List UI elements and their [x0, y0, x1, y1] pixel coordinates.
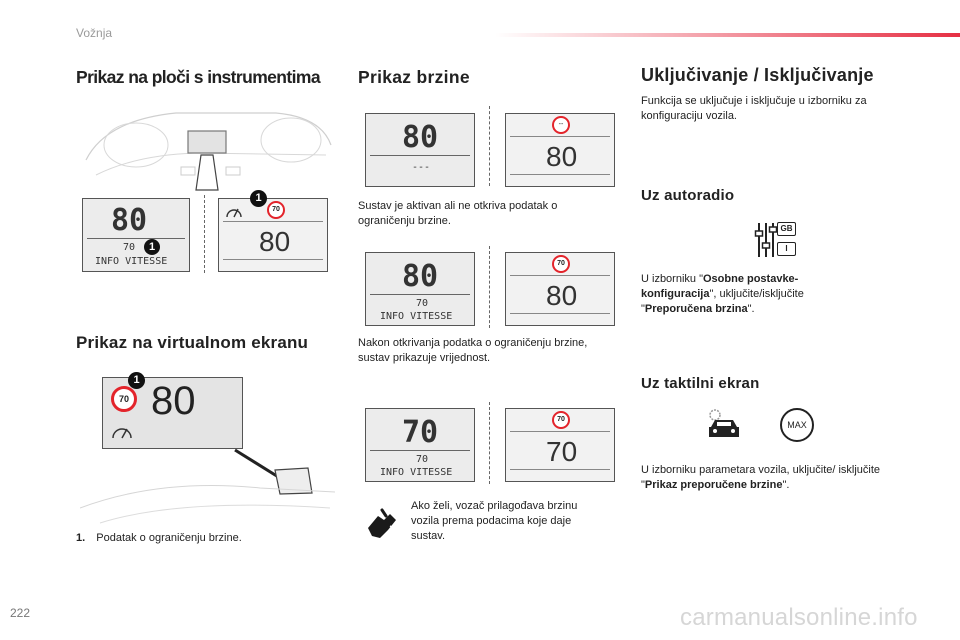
lcd-row3-text: 70 70 INFO VITESSE [365, 408, 475, 482]
title-virtual-display: Prikaz na virtualnom ekranu [76, 333, 309, 352]
title-on-off: Uključivanje / Isključivanje [641, 65, 874, 85]
lcd-limit: 70 [123, 242, 136, 253]
menu-name-personal-settings: Osobne postavke-konfiguracija [641, 273, 799, 300]
divider [204, 195, 205, 273]
divider [489, 246, 490, 328]
dashboard-illustration [85, 112, 332, 191]
text-row3: Ako želi, vozač prilagođava brzinu vozil… [411, 500, 578, 542]
header-accent-bar [495, 33, 960, 37]
title-instrument-panel: Prikaz na ploči s instrumentima [76, 67, 321, 87]
lcd-speed: 80 [402, 120, 439, 155]
lcd-speed: 80 [111, 203, 148, 238]
lcd-limit: 70 [416, 298, 429, 309]
page-number: 222 [10, 606, 31, 620]
lcd-dashes: --- [412, 162, 431, 173]
section-header: Vožnja [76, 26, 113, 40]
lcd-speed: 80 [546, 141, 578, 172]
title-autoradio: Uz autoradio [641, 187, 735, 204]
text-row2: Nakon otkrivanja podatka o ograničenju b… [358, 337, 588, 364]
language-i-icon: I [777, 242, 796, 256]
lcd-row1-graphic: -- 80 [505, 113, 615, 187]
text-autoradio: U izborniku "Osobne postavke-konfiguraci… [641, 273, 804, 315]
option-recommended-speed: Preporučena brzina [644, 303, 748, 315]
marker-1-icon: 1 [144, 239, 160, 255]
title-speed-display: Prikaz brzine [358, 67, 470, 87]
lcd-row2-text: 80 70 INFO VITESSE [365, 252, 475, 326]
speed-limit-sign-icon: -- [552, 116, 570, 134]
speed-limit-sign-icon: 70 [552, 255, 570, 273]
lcd-speed: 80 [546, 280, 578, 311]
instrument-lcd-text: 80 70 INFO VITESSE 1 [82, 198, 190, 272]
speed-limit-sign-icon: 70 [111, 386, 137, 412]
speedometer-icon [226, 208, 242, 218]
text-intro: Funkcija se uključuje i isključuje u izb… [641, 95, 867, 122]
windshield-illustration [80, 448, 336, 524]
lcd-speed: 80 [259, 226, 291, 257]
lcd-info: INFO VITESSE [380, 467, 453, 478]
lcd-info: INFO VITESSE [95, 256, 168, 267]
lcd-row3-graphic: 70 70 [505, 408, 615, 482]
virtual-display-screen: 70 80 [102, 377, 243, 449]
lcd-limit: 70 [416, 454, 429, 465]
lcd-speed: 70 [546, 436, 578, 467]
lcd-info: INFO VITESSE [380, 311, 453, 322]
title-touchscreen: Uz taktilni ekran [641, 375, 760, 392]
language-gb-icon: GB [777, 222, 796, 236]
text-row1: Sustav je aktivan ali ne otkriva podatak… [358, 200, 558, 227]
divider [489, 402, 490, 484]
lcd-speed: 70 [402, 415, 439, 450]
speedometer-icon [112, 428, 132, 439]
footnote-text: Podatak o ograničenju brzine. [96, 532, 242, 544]
speed-limit-sign-icon: 70 [267, 201, 285, 219]
settings-sliders-icon [754, 223, 778, 257]
max-speed-icon: MAX [780, 408, 814, 442]
option-show-recommended-speed: Prikaz preporučene brzine [644, 479, 783, 491]
driver-hand-icon [368, 508, 399, 538]
divider [489, 106, 490, 186]
virtual-speed: 80 [151, 379, 196, 423]
watermark: carmanualsonline.info [680, 604, 918, 631]
lcd-speed: 80 [402, 259, 439, 294]
lcd-row1-text: 80 --- [365, 113, 475, 187]
lcd-row2-graphic: 70 80 [505, 252, 615, 326]
marker-1-icon: 1 [250, 190, 267, 207]
marker-1-icon: 1 [128, 372, 145, 389]
speed-limit-sign-icon: 70 [552, 411, 570, 429]
instrument-lcd-graphic: 70 80 [218, 198, 328, 272]
footnote-number: 1. [76, 532, 86, 544]
text-touchscreen: U izborniku parametara vozila, uključite… [641, 464, 881, 491]
car-settings-icon [709, 409, 739, 437]
